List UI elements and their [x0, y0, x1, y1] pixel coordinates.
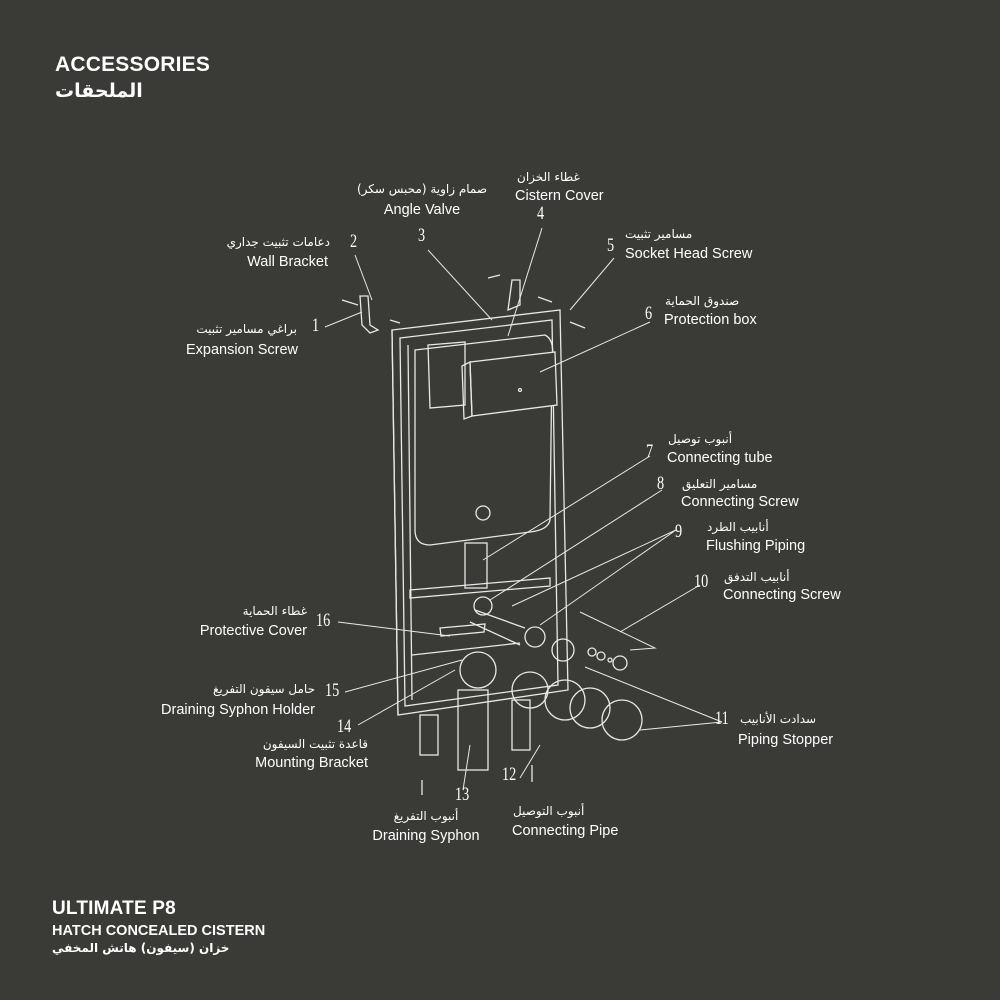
part-2-number: 2: [350, 231, 358, 252]
part-16-number: 16: [316, 610, 331, 631]
part-7-number: 7: [646, 441, 654, 462]
part-3-label-ar: صمام زاوية (محبس سكر): [356, 182, 488, 196]
part-6-number: 6: [645, 303, 653, 324]
part-8-label-en: Connecting Screw: [681, 494, 799, 510]
part-10-label-en: Connecting Screw: [723, 587, 841, 603]
part-4-number: 4: [537, 203, 545, 224]
part-16-label-ar: غطاء الحماية: [242, 604, 307, 618]
part-6-label-en: Protection box: [664, 312, 757, 328]
part-1-label-en: Expansion Screw: [185, 342, 298, 358]
screws-brackets: [341, 274, 586, 334]
part-13-label-en: Draining Syphon: [372, 828, 480, 844]
product-subtitle-ar: خزان (سيفون) هاتش المخفي: [52, 941, 230, 955]
part-11-label-en: Piping Stopper: [738, 732, 834, 748]
part-15-label-en: Draining Syphon Holder: [161, 702, 315, 718]
part-9-number: 9: [675, 521, 683, 542]
model-name: ULTIMATE P8: [52, 898, 176, 919]
part-7-label-en: Connecting tube: [667, 450, 773, 466]
protection-box: [427, 341, 558, 420]
part-12-label-en: Connecting Pipe: [512, 823, 619, 839]
leader-lines: [324, 227, 723, 791]
part-8-label-ar: مسامير التعليق: [682, 477, 758, 491]
part-2-label-en: Wall Bracket: [247, 254, 328, 270]
part-1-label-ar: براغي مسامير تثبيت: [196, 322, 297, 336]
part-11-number: 11: [715, 708, 729, 729]
frame: [391, 309, 569, 716]
part-15-number: 15: [325, 680, 340, 701]
part-11-label-ar: سدادت الأنابيب: [740, 712, 817, 726]
part-1-number: 1: [312, 315, 320, 336]
title-en: ACCESSORIES: [55, 53, 211, 76]
tank: [414, 334, 554, 546]
part-13-label-ar: أنبوب التفريغ: [393, 809, 459, 823]
part-10-number: 10: [694, 571, 709, 592]
part-12-label-ar: أنبوب التوصيل: [513, 804, 585, 818]
part-16-label-en: Protective Cover: [199, 623, 307, 639]
pipes: [419, 596, 643, 795]
part-5-label-en: Socket Head Screw: [625, 246, 753, 262]
part-4-label-en: Cistern Cover: [515, 188, 604, 204]
part-6-label-ar: صندوق الحماية: [665, 294, 740, 308]
part-3-label-en: Angle Valve: [383, 202, 461, 218]
part-13-number: 13: [455, 784, 470, 805]
product-subtitle-en: HATCH CONCEALED CISTERN: [52, 923, 266, 939]
connecting-tube: [464, 542, 488, 589]
part-10-label-ar: أنابيب التدفق: [724, 570, 790, 584]
part-5-number: 5: [607, 235, 615, 256]
part-4-label-ar: غطاء الخزان: [517, 170, 580, 184]
part-5-label-ar: مسامير تثبيت: [625, 227, 693, 241]
part-9-label-ar: أنابيب الطرد: [707, 520, 769, 534]
part-12-number: 12: [502, 764, 517, 785]
part-15-label-ar: حامل سيفون التفريغ: [212, 682, 315, 696]
part-14-number: 14: [337, 716, 352, 737]
part-3-number: 3: [418, 225, 426, 246]
part-14-label-en: Mounting Bracket: [255, 755, 368, 771]
part-7-label-ar: أنبوب توصيل: [668, 432, 733, 446]
title-ar: الملحقات: [55, 80, 143, 102]
part-2-label-ar: دعامات تثبيت جداري: [226, 235, 330, 249]
part-9-label-en: Flushing Piping: [706, 538, 806, 554]
part-14-label-ar: قاعدة تثبيت السيفون: [262, 737, 368, 751]
part-8-number: 8: [657, 473, 665, 494]
